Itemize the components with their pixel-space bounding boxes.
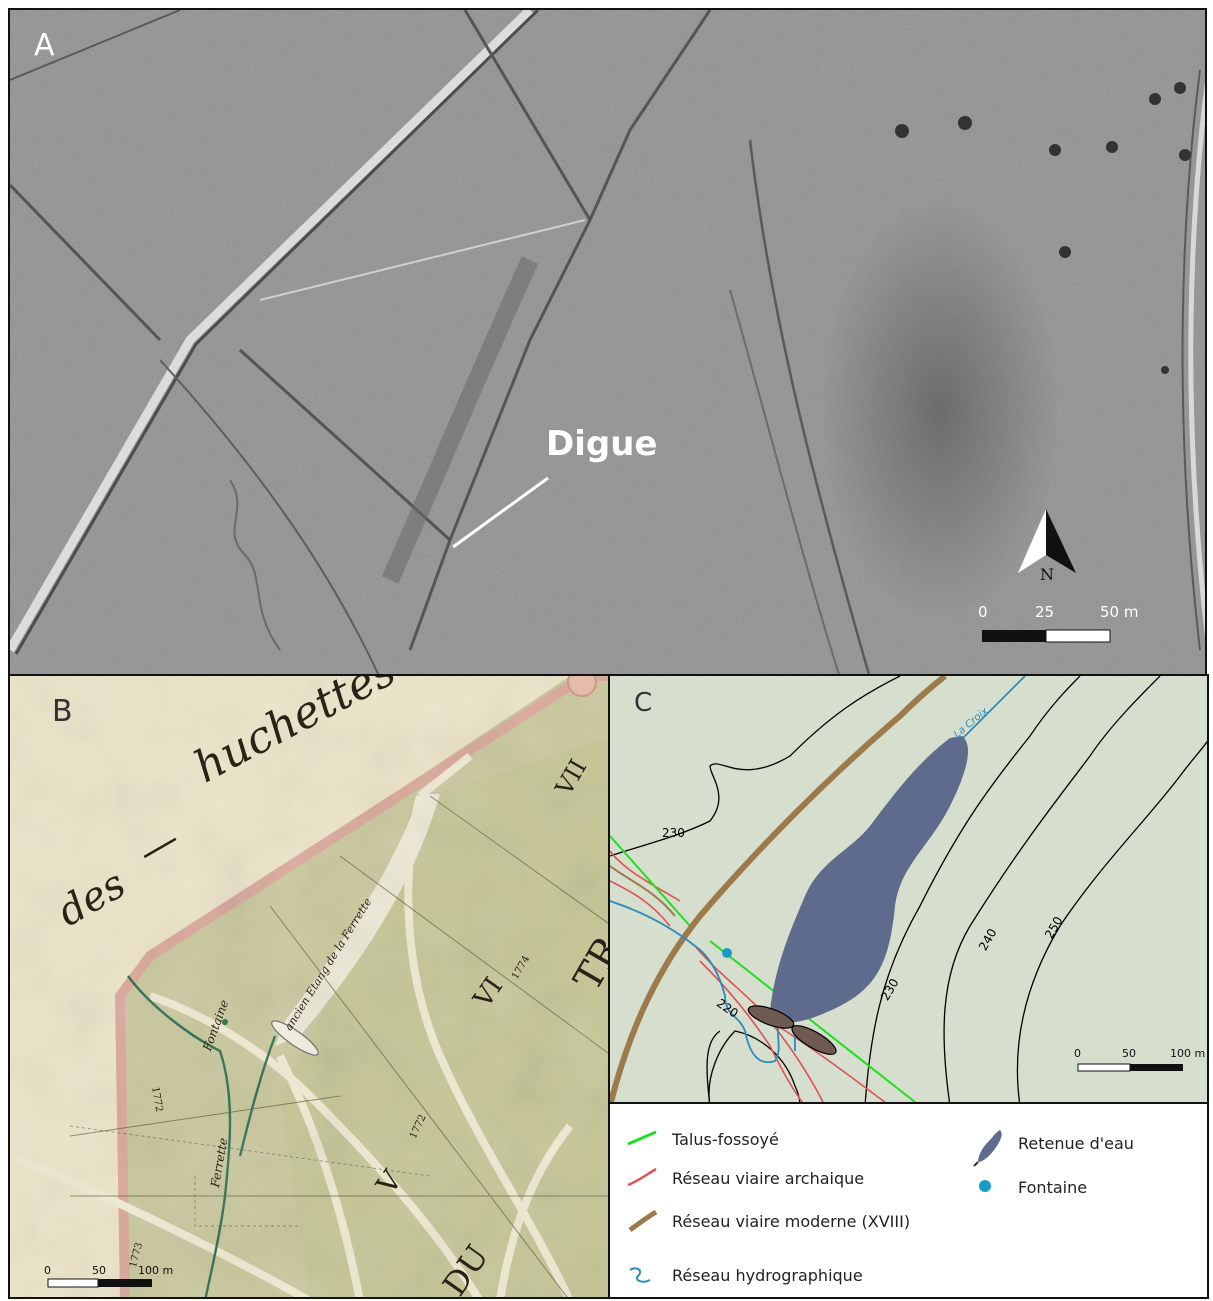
pit-marks [895, 82, 1191, 374]
map-legend: Talus-fossoyé Réseau viaire archaique Ré… [608, 1102, 1209, 1299]
interpretation-map-panel: C La Croix 230 220 230 240 250 0 50 100 … [608, 674, 1209, 1104]
legend-item-fontaine: Fontaine [970, 1172, 1200, 1202]
legend-swatch-archaic-roads [627, 1167, 657, 1187]
scale-label-b-0: 0 [44, 1264, 51, 1277]
legend-label-talus: Talus-fossoyé [672, 1130, 779, 1149]
historical-map [10, 676, 608, 1297]
scale-label-c-2: 100 m [1170, 1047, 1206, 1060]
scale-bar-c [1077, 1063, 1183, 1072]
legend-label-retenue: Retenue d'eau [1018, 1134, 1134, 1153]
legend-label-modern-roads: Réseau viaire moderne (XVIII) [672, 1212, 911, 1231]
scale-bar-b [47, 1278, 152, 1288]
legend-label-archaic-roads: Réseau viaire archaique [672, 1169, 865, 1188]
historical-map-panel: B huchettes des — VII VI V DU TR Fontain… [8, 674, 610, 1299]
water-reservoir [770, 736, 969, 1023]
legend-label-hydro: Réseau hydrographique [672, 1266, 863, 1285]
contour-lines [610, 676, 1207, 1102]
digue-label: Digue [546, 424, 658, 464]
lidar-hillshade [10, 10, 1205, 674]
scale-label-c-1: 50 [1122, 1047, 1136, 1060]
legend-swatch-talus [627, 1130, 657, 1146]
panel-letter-c: C [634, 688, 653, 718]
digue-callout-line [452, 476, 549, 549]
legend-item-retenue: Retenue d'eau [970, 1128, 1200, 1167]
legend-item-hydro: Réseau hydrographique [624, 1260, 924, 1290]
dam-piece-2 [791, 1025, 837, 1055]
contour-label-230-a: 230 [662, 826, 685, 840]
legend-item-talus: Talus-fossoyé [624, 1124, 924, 1154]
north-letter: N [1040, 565, 1054, 584]
scale-label-a-2: 50 m [1100, 603, 1139, 621]
legend-swatch-retenue [973, 1130, 1002, 1167]
scale-bar-a [982, 629, 1111, 643]
north-arrow-icon [1018, 509, 1076, 573]
legend-label-fontaine: Fontaine [1018, 1178, 1088, 1197]
fontaine-marker [722, 948, 732, 958]
scale-label-a-1: 25 [1035, 603, 1055, 621]
talus-fossoye-line [610, 835, 917, 1102]
dam-piece-1 [747, 1005, 795, 1029]
legend-swatch-fontaine [979, 1180, 991, 1192]
scale-label-b-1: 50 [92, 1264, 106, 1277]
lidar-panel: A Digue N 0 25 50 m [8, 8, 1207, 676]
legend-item-archaic-roads: Réseau viaire archaique [624, 1163, 924, 1193]
panel-letter-b: B [52, 694, 73, 729]
scale-label-a-0: 0 [978, 603, 988, 621]
interpretation-map [610, 676, 1207, 1102]
scale-label-c-0: 0 [1074, 1047, 1081, 1060]
legend-swatch-hydro [629, 1267, 651, 1283]
modern-roads [610, 676, 947, 1102]
scale-label-b-2: 100 m [138, 1264, 174, 1277]
legend-swatch-modern-roads [628, 1209, 658, 1233]
panel-letter-a: A [34, 28, 55, 63]
legend-item-modern-roads: Réseau viaire moderne (XVIII) [624, 1206, 954, 1236]
